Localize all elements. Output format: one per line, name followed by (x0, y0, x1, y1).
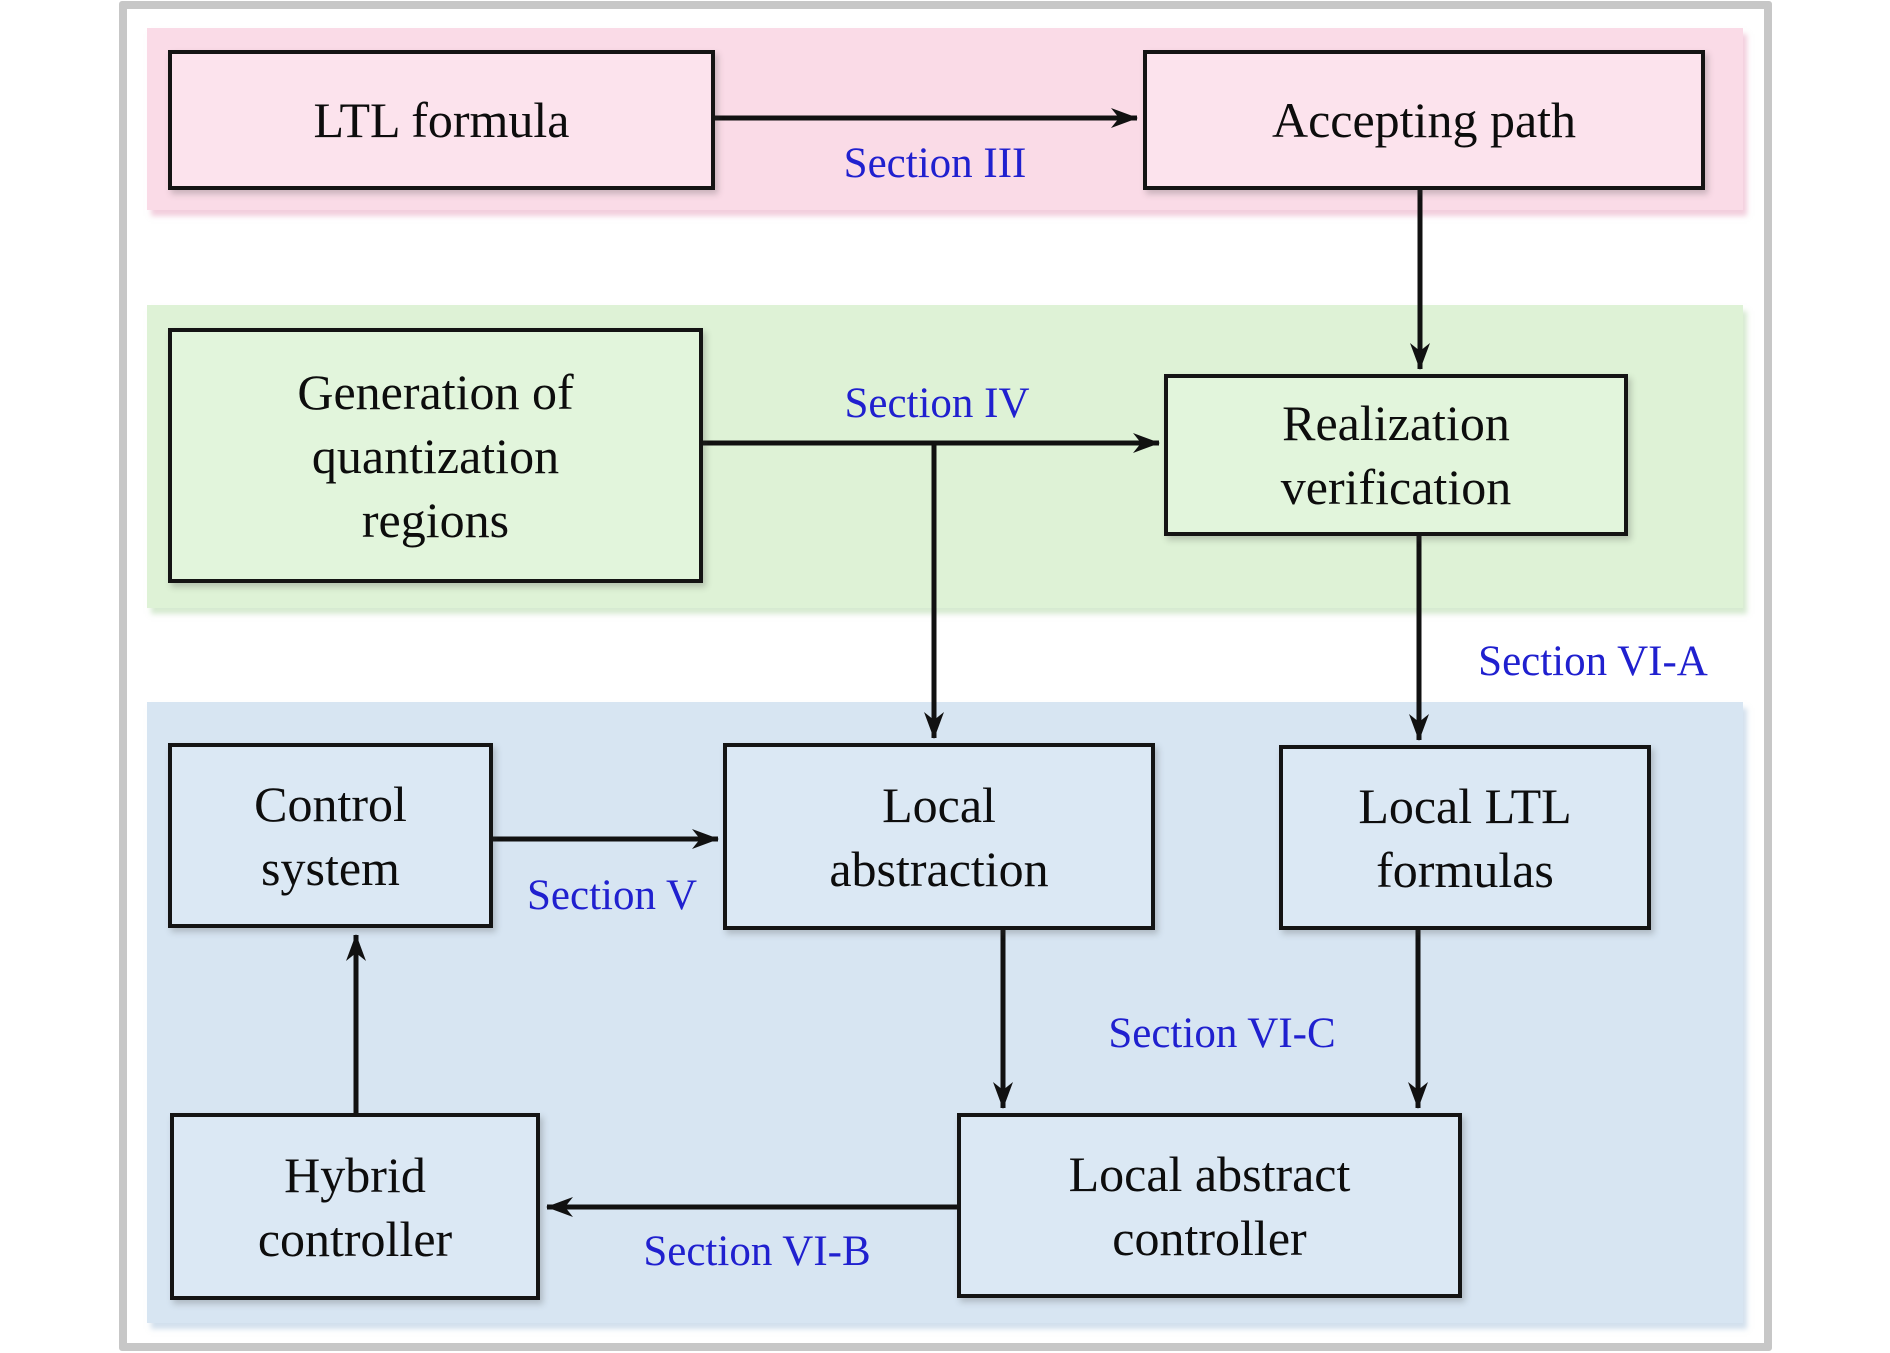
node-hybrid-controller: Hybrid controller (170, 1113, 540, 1300)
node-accepting-path: Accepting path (1143, 50, 1705, 190)
edge-label-section-vi-c: Section VI-C (1108, 1010, 1336, 1057)
node-realization-verification: Realization verification (1164, 374, 1628, 536)
node-ltl-formula: LTL formula (168, 50, 715, 190)
node-generation-of-quantization-regions: Generation of quantization regions (168, 328, 703, 583)
edge-label-section-vi-a: Section VI-A (1478, 638, 1708, 685)
node-local-abstraction: Local abstraction (723, 743, 1155, 930)
edge-label-section-iv: Section IV (844, 380, 1030, 427)
node-control-system: Control system (168, 743, 493, 928)
edge-label-section-vi-b: Section VI-B (643, 1228, 871, 1275)
edge-label-section-v: Section V (526, 872, 698, 919)
node-local-abstract-controller: Local abstract controller (957, 1113, 1462, 1298)
edge-label-section-iii: Section III (843, 140, 1027, 187)
node-local-ltl-formulas: Local LTL formulas (1279, 745, 1651, 930)
